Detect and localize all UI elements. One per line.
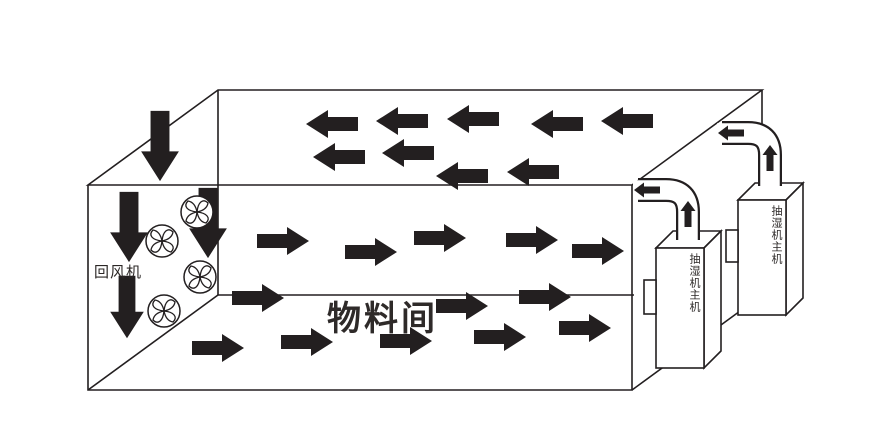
right-block-arrow-icon (506, 226, 558, 254)
duct-back (717, 121, 782, 190)
room-left-floor-edge (87, 294, 219, 391)
right-block-arrow-icon (414, 224, 466, 252)
top-airflow-left-arrows (306, 105, 653, 190)
left-block-arrow-icon (507, 158, 559, 186)
return-fan-icons (145, 195, 217, 328)
fan-icon (180, 195, 214, 229)
fan-icon (183, 260, 217, 294)
left-block-arrow-icon (306, 110, 358, 138)
duct-back-interior (717, 123, 780, 190)
room-top-face (85, 89, 765, 186)
dehumidifier-front-label: 抽湿机主机 (688, 253, 700, 313)
right-block-arrow-icon (345, 238, 397, 266)
left-block-arrow-icon (313, 143, 365, 171)
dehumidifier-back-face (737, 199, 787, 316)
right-block-arrow-icon (572, 237, 624, 265)
right-block-arrow-icon (436, 292, 488, 320)
left-block-arrow-icon (382, 139, 434, 167)
interior-upper-right-arrows (257, 224, 624, 266)
left-block-arrow-icon (601, 107, 653, 135)
room-front-face (87, 185, 633, 391)
right-block-arrow-icon (232, 284, 284, 312)
duct-front-interior (633, 180, 698, 244)
dehumidifier-back-bracket (725, 229, 739, 263)
right-block-arrow-icon (192, 334, 244, 362)
right-block-arrow-icon (257, 227, 309, 255)
dehumidifier-unit-front (643, 229, 723, 370)
dehumidifier-back-label: 抽湿机主机 (770, 205, 782, 265)
dehumidifier-front-face (655, 247, 705, 369)
down-block-arrow-icon (141, 110, 179, 182)
dehumidifier-back-side-face (785, 181, 804, 317)
right-block-arrow-icon (474, 323, 526, 351)
down-block-arrow-icon (110, 191, 148, 263)
right-block-arrow-icon (281, 328, 333, 356)
return-fan-label: 回风机 (94, 264, 143, 281)
material-room-label: 物料间 (327, 300, 438, 338)
right-block-arrow-icon (519, 283, 571, 311)
dehumidifier-unit-back (725, 181, 805, 317)
left-block-arrow-icon (531, 110, 583, 138)
fan-icon (147, 294, 181, 328)
duct-front (633, 178, 700, 244)
left-block-arrow-icon (376, 107, 428, 135)
right-block-arrow-icon (559, 314, 611, 342)
fan-icon (145, 224, 179, 258)
down-block-arrow-icon (110, 275, 144, 339)
dehumidifier-front-bracket (643, 279, 657, 315)
dehumidifier-front-side-face (703, 229, 722, 370)
left-block-arrow-icon (447, 105, 499, 133)
